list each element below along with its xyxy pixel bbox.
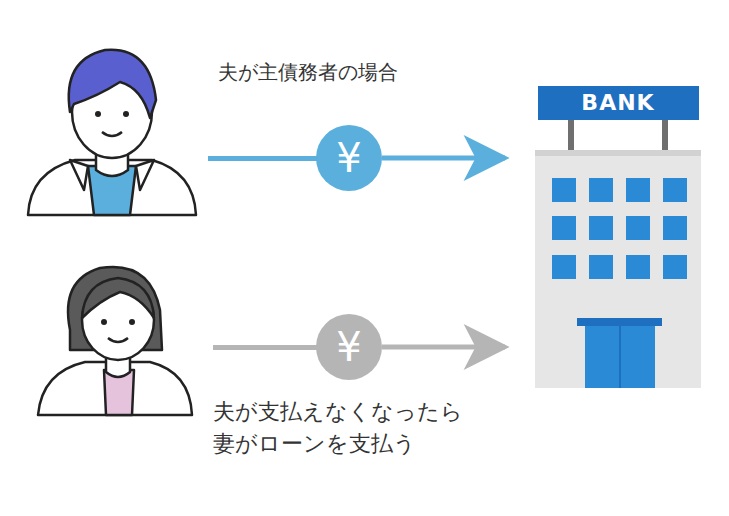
bank-building [535, 86, 701, 388]
payment-line [208, 156, 328, 161]
husband-figure [28, 50, 196, 215]
window [663, 255, 687, 279]
window [589, 216, 613, 240]
bank-node: BANK [535, 86, 701, 388]
window [626, 216, 650, 240]
payment-arrow [382, 345, 505, 350]
window [552, 216, 576, 240]
yen-symbol: ¥ [336, 327, 361, 367]
window [589, 178, 613, 202]
wife-figure [38, 267, 192, 415]
window [663, 178, 687, 202]
bank-sign-text: BANK [581, 86, 654, 120]
window [626, 255, 650, 279]
yen-circle: ¥ [316, 314, 382, 380]
window [589, 255, 613, 279]
payment-arrow [382, 156, 505, 161]
note-label: 夫が支払えなくなったら 妻がローンを支払う [213, 396, 475, 460]
condition-label: 夫が主債務者の場合 [218, 58, 518, 87]
window [663, 216, 687, 240]
window [552, 255, 576, 279]
window [552, 178, 576, 202]
payment-line [213, 345, 328, 350]
window [626, 178, 650, 202]
yen-circle: ¥ [316, 125, 382, 191]
yen-symbol: ¥ [336, 138, 361, 178]
